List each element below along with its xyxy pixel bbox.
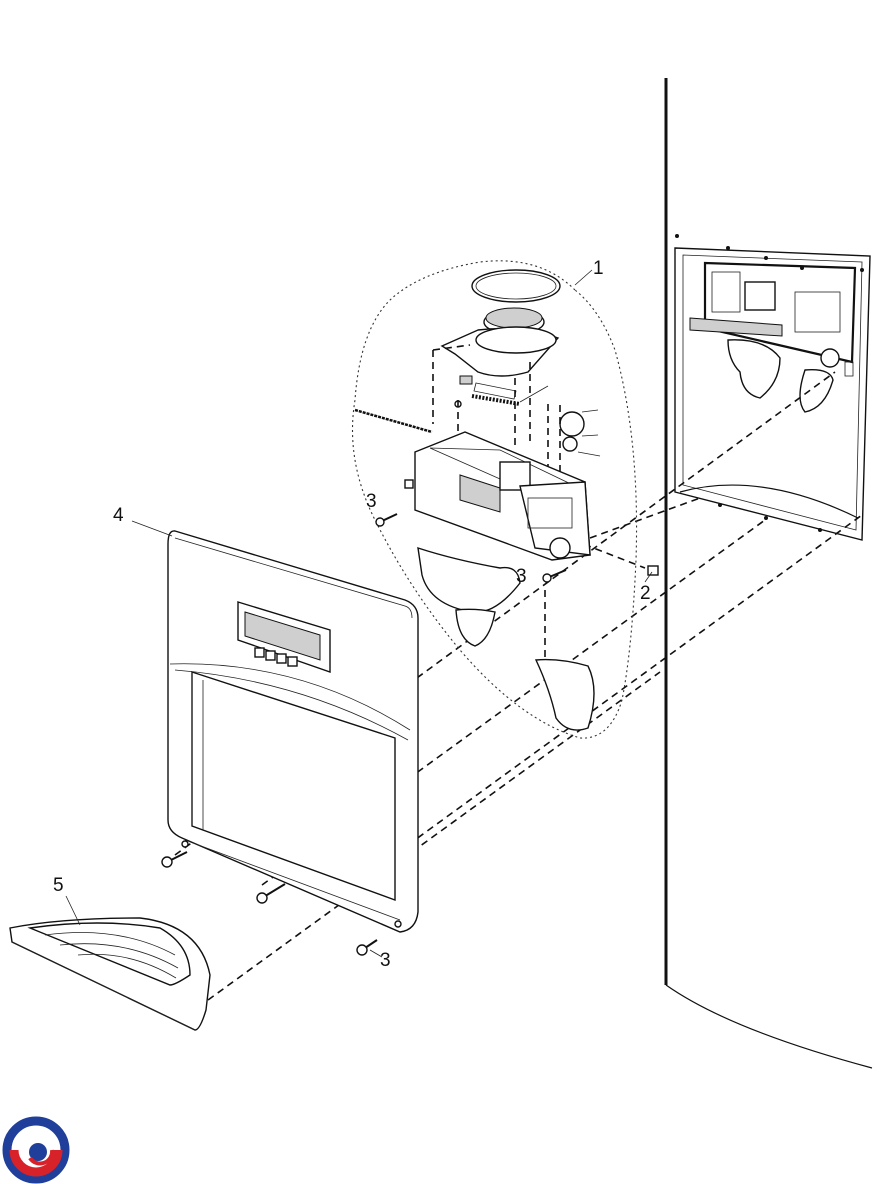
leader-lines: [65, 520, 653, 958]
callout-3-middle: 3: [516, 566, 527, 587]
callout-5: 5: [53, 875, 64, 896]
mounting-holes: [675, 234, 864, 532]
drip-tray: [9, 917, 211, 1031]
callout-2: 2: [640, 583, 651, 604]
dispenser-cover: [167, 530, 419, 933]
dispenser-assembly: [351, 260, 659, 739]
screw-icon: [375, 513, 398, 527]
callout-1: 1: [593, 258, 604, 279]
screw-icon: [161, 851, 188, 868]
screw-icon: [542, 569, 567, 583]
callout-3-upper: 3: [366, 491, 377, 512]
callout-3-lower: 3: [380, 950, 391, 971]
refrigerator-door: [664, 78, 873, 1069]
callout-4: 4: [113, 505, 124, 526]
screw-icon: [256, 883, 286, 904]
screw-icon: [356, 939, 378, 956]
brand-logo-icon: [2, 1116, 70, 1184]
